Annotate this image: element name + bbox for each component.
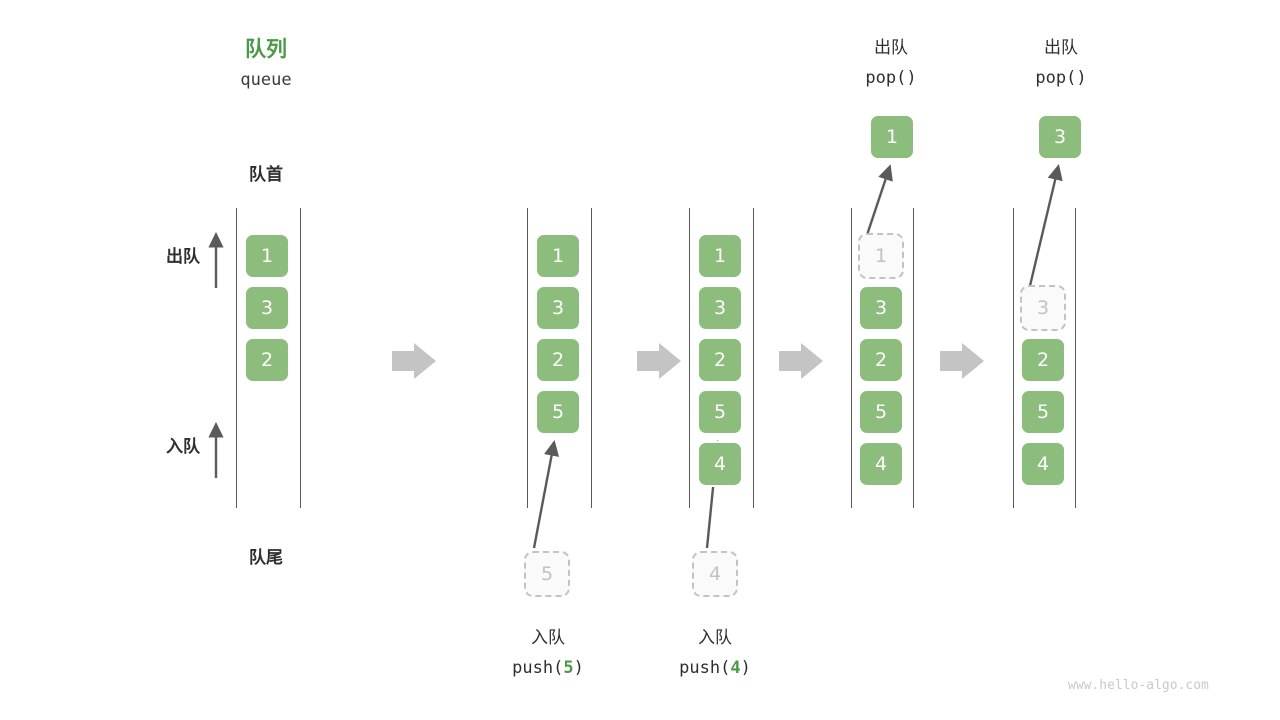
queue-cell: 2 xyxy=(244,337,290,383)
page-title: 队列 xyxy=(245,37,287,61)
queue-cell: 2 xyxy=(535,337,581,383)
queue-cell-new: 4 xyxy=(697,441,743,487)
queue-cell: 2 xyxy=(697,337,743,383)
queue-cell: 5 xyxy=(1020,389,1066,435)
stage4-rail-right xyxy=(1075,208,1076,508)
code-prefix: pop( xyxy=(865,68,907,88)
dequeue-side-label: 出队 xyxy=(166,247,200,267)
pop-1-caption-code: pop() xyxy=(816,68,966,88)
push-source-cell: 4 xyxy=(692,551,738,597)
queue-cell: 3 xyxy=(244,285,290,331)
code-arg: 5 xyxy=(563,658,574,678)
stage2-rail-right xyxy=(753,208,754,508)
queue-cell-removed: 1 xyxy=(858,233,904,279)
queue-cell: 1 xyxy=(697,233,743,279)
page-subtitle: queue xyxy=(240,70,292,90)
push-4-caption-code: push(4) xyxy=(640,658,790,678)
pop-1-caption-cn: 出队 xyxy=(874,38,908,58)
front-label: 队首 xyxy=(249,165,283,185)
push-5-motion-arrow xyxy=(532,439,560,549)
queue-cell: 3 xyxy=(535,285,581,331)
code-suffix: ) xyxy=(740,658,751,678)
queue-cell: 2 xyxy=(1020,337,1066,383)
queue-cell: 3 xyxy=(858,285,904,331)
flow-arrow-1 xyxy=(392,343,436,379)
pop-3-caption-code: pop() xyxy=(986,68,1136,88)
stage0-rail-left xyxy=(236,208,237,508)
code-prefix: pop( xyxy=(1035,68,1077,88)
stage1-rail-left xyxy=(527,208,528,508)
pop-3-motion-arrow xyxy=(1027,164,1063,291)
queue-cell: 1 xyxy=(244,233,290,279)
queue-cell: 2 xyxy=(858,337,904,383)
queue-cell: 3 xyxy=(697,285,743,331)
queue-cell-new: 5 xyxy=(535,389,581,435)
popped-cell: 3 xyxy=(1037,114,1083,160)
flow-arrow-3 xyxy=(779,343,823,379)
queue-cell-removed: 3 xyxy=(1020,285,1066,331)
code-suffix: ) xyxy=(906,68,917,88)
queue-cell: 5 xyxy=(697,389,743,435)
stage3-rail-left xyxy=(851,208,852,508)
push-source-cell: 5 xyxy=(524,551,570,597)
queue-cell: 5 xyxy=(858,389,904,435)
rear-label: 队尾 xyxy=(249,548,283,568)
code-prefix: push( xyxy=(679,658,731,678)
code-suffix: ) xyxy=(1076,68,1087,88)
push-5-caption-code: push(5) xyxy=(473,658,623,678)
stage0-rail-right xyxy=(300,208,301,508)
code-prefix: push( xyxy=(512,658,564,678)
flow-arrow-2 xyxy=(637,343,681,379)
popped-cell: 1 xyxy=(869,114,915,160)
enqueue-side-label: 入队 xyxy=(166,437,200,457)
push-4-caption-cn: 入队 xyxy=(698,628,732,648)
stage1-rail-right xyxy=(591,208,592,508)
pop-3-caption-cn: 出队 xyxy=(1044,38,1078,58)
queue-cell: 4 xyxy=(858,441,904,487)
pop-1-motion-arrow xyxy=(864,164,893,239)
queue-cell: 1 xyxy=(535,233,581,279)
push-5-caption-cn: 入队 xyxy=(531,628,565,648)
stage2-rail-left xyxy=(689,208,690,508)
flow-arrow-4 xyxy=(940,343,984,379)
queue-cell: 4 xyxy=(1020,441,1066,487)
code-suffix: ) xyxy=(573,658,584,678)
stage4-rail-left xyxy=(1013,208,1014,508)
stage3-rail-right xyxy=(913,208,914,508)
code-arg: 4 xyxy=(730,658,741,678)
watermark: www.hello-algo.com xyxy=(1068,678,1209,693)
